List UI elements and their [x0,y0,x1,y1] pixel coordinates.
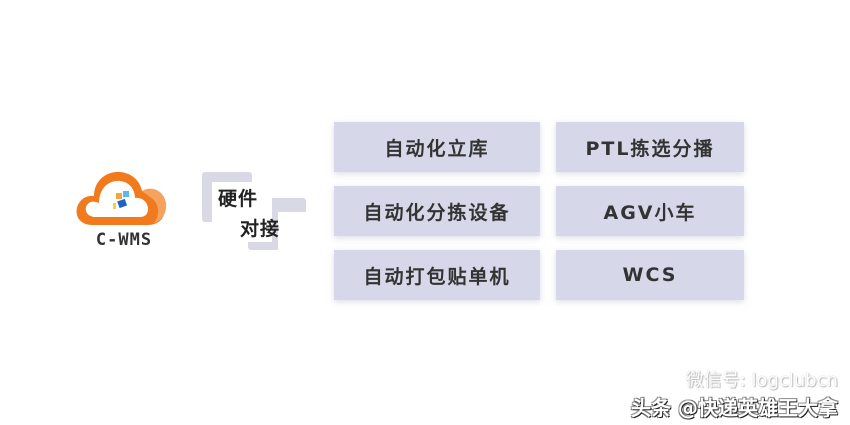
module-auto-packing: 自动打包贴单机 [334,250,540,300]
watermark: 微信号: logclubcn 头条 @快递英雄王大拿 [631,366,838,421]
module-wcs: WCS [556,250,744,300]
connector-line2: 对接 [240,218,281,240]
connector-line1: 硬件 [218,188,259,210]
hardware-integration-label: 硬件 对接 [202,172,342,266]
module-auto-storage: 自动化立库 [334,122,540,172]
module-agv: AGV小车 [556,186,744,236]
cloud-icon [76,171,167,225]
module-ptl: PTL拣选分播 [556,122,744,172]
wechat-watermark: 微信号: logclubcn [685,370,838,391]
module-auto-sorting: 自动化分拣设备 [334,186,540,236]
toutiao-watermark: 头条 @快递英雄王大拿 [631,396,838,420]
logo-text: C-WMS [95,230,153,250]
c-wms-logo: C-WMS [72,163,172,253]
bracket-shape [202,172,272,242]
